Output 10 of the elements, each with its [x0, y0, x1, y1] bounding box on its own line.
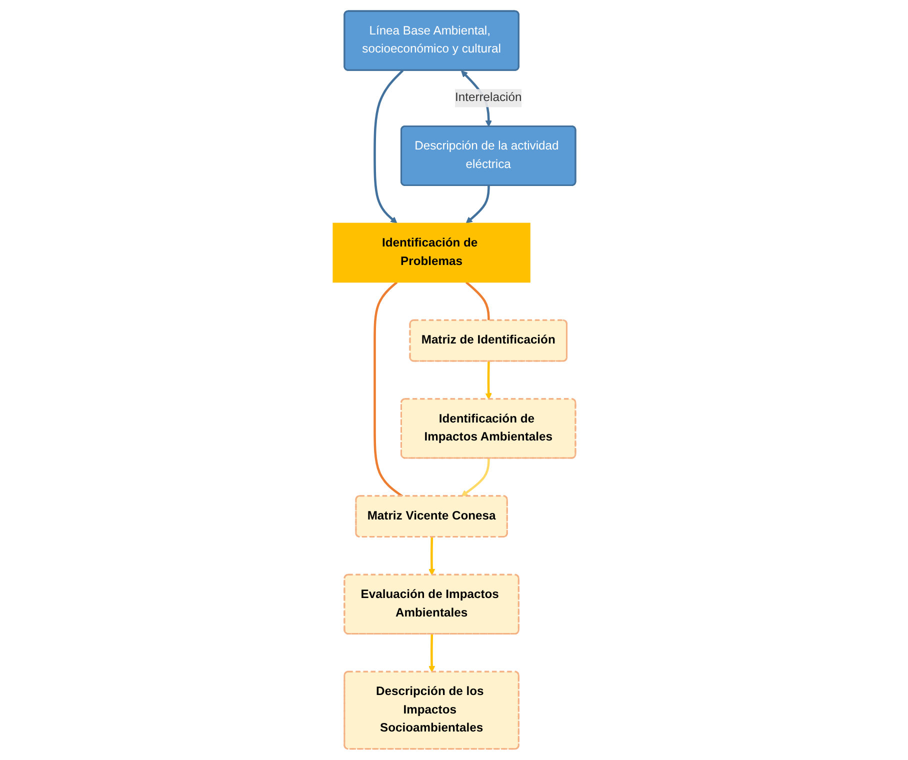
arrow — [428, 634, 435, 672]
arrow — [485, 361, 492, 400]
edge-label: Interrelación — [454, 91, 522, 104]
arrow — [373, 70, 404, 224]
node-box: Identificación de Problemas — [332, 222, 530, 283]
connector — [465, 281, 490, 321]
arrow — [460, 458, 490, 497]
arrow — [466, 186, 490, 224]
connector — [373, 281, 403, 498]
arrow — [428, 537, 435, 576]
